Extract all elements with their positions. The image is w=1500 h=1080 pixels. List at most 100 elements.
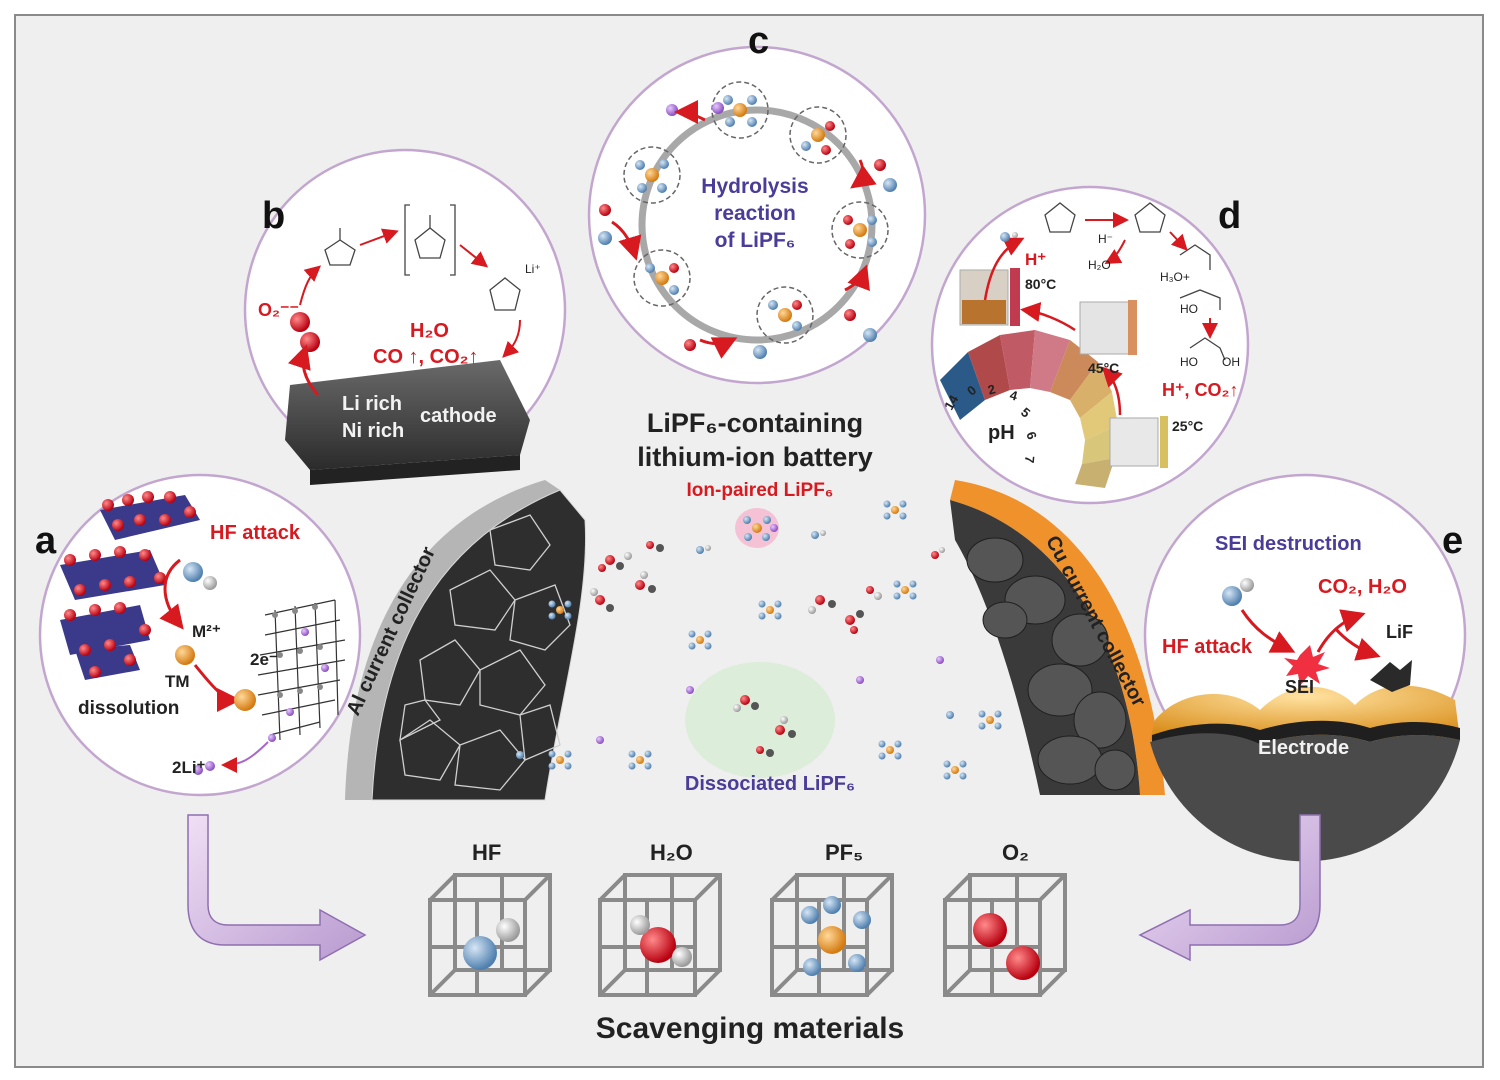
center-title-line2: lithium-ion battery: [637, 442, 873, 472]
ec-radical-anion: [404, 204, 456, 276]
ph-strip-80c: [1010, 268, 1020, 326]
sei-attack-burst: [1284, 645, 1330, 686]
tm-dissolution-arrow: [193, 664, 241, 712]
b-cathode-label: cathode: [420, 405, 497, 427]
a-tm-label: TM: [165, 672, 190, 691]
d-oh-label: OH: [1222, 355, 1240, 369]
e-hf-hydrogen: [1240, 578, 1254, 592]
a-m2-label: M²⁺: [192, 622, 221, 641]
superoxide-atom-2: [300, 332, 320, 352]
a-hf-attack-label: HF attack: [210, 522, 301, 544]
ph-color-fan: [940, 330, 1118, 488]
c-hydrolysis-line1: Hydrolysis: [701, 175, 809, 198]
right-flow-arrow: [1138, 814, 1321, 962]
panel-letter-e: e: [1442, 520, 1464, 562]
o2-release-arrow: [287, 344, 320, 396]
d-temp-80-label: 80°C: [1025, 276, 1057, 292]
fluorine-atoms: [635, 95, 877, 331]
panel-letter-c: c: [748, 20, 770, 62]
hf-hydrogen-atom: [203, 576, 217, 590]
panel-e: [1143, 473, 1467, 862]
c-hydrolysis-line2: reaction: [714, 202, 796, 225]
a-electron-label: 2e⁻: [250, 650, 278, 669]
d-h-plus-label: H⁺: [1025, 250, 1047, 269]
b-superoxide-label: O₂⁻⁻: [258, 300, 300, 320]
pf-dashed-circles: [623, 81, 889, 344]
a-2li-label: 2Li⁺: [172, 758, 206, 777]
e-sei-label: SEI: [1285, 677, 1315, 697]
d-h-minus-label: H⁻: [1098, 232, 1113, 246]
panel-letter-a: a: [35, 520, 57, 562]
e-reaction-arrows: [1240, 609, 1381, 661]
d-h2o-label: H₂O: [1088, 258, 1111, 272]
e-electrode-label: Electrode: [1258, 737, 1350, 759]
d-h-atom: [1012, 232, 1018, 238]
hf-attack-arrow: [159, 558, 184, 630]
d-ph-label: pH: [988, 422, 1015, 444]
b-li-plus-label: Li⁺: [525, 262, 541, 276]
graphite-lattice: [257, 599, 346, 741]
vial-80c-liquid: [962, 300, 1006, 324]
b-ni-rich-label: Ni rich: [342, 420, 405, 442]
d-ho2-label: HO: [1180, 355, 1198, 369]
a-dissolution-label: dissolution: [78, 698, 180, 719]
d-hf-atom: [1000, 232, 1010, 242]
scavenger-label-pf5: PF₅: [825, 840, 864, 865]
oxygen-atoms-c: [599, 121, 886, 351]
hf-products-c: [598, 178, 897, 359]
pf-centers: [645, 103, 867, 322]
tm-ion: [175, 645, 195, 665]
li-ion-1: [205, 761, 215, 771]
hf-fluorine-atom: [183, 562, 203, 582]
e-lif-label: LiF: [1386, 622, 1413, 642]
d-h3o-label: H₃O+: [1160, 270, 1190, 284]
ion-paired-label: Ion-paired LiPF₆: [686, 480, 834, 501]
cu-collector-band: [950, 480, 1165, 795]
cathode-block: [285, 360, 530, 470]
ph-strip-25c: [1160, 416, 1168, 468]
al-collector-band: [345, 480, 560, 800]
li-release-arrow: [221, 741, 269, 773]
scavenging-materials-title: Scavenging materials: [595, 1012, 905, 1045]
superoxide-atom-1: [290, 312, 310, 332]
panel-a: [38, 473, 362, 797]
dissociated-highlight: [685, 662, 835, 778]
panel-d: [930, 185, 1250, 505]
dissociated-label: Dissociated LiPF₆: [684, 773, 856, 795]
e-hf-fluorine: [1222, 586, 1242, 606]
panel-letter-d: d: [1218, 195, 1242, 237]
center-title-line1: LiPF₆-containing: [646, 408, 864, 438]
e-hf-attack-label: HF attack: [1162, 636, 1253, 658]
b-h2o-label: H₂O: [410, 320, 449, 342]
panel-b: [243, 148, 567, 485]
d-temp-45-label: 45°C: [1088, 360, 1120, 376]
oxygen-atoms: [64, 491, 196, 678]
tm-deposit: [234, 689, 256, 711]
electrolyte-region: [345, 480, 1165, 801]
graphite-nodes: [272, 604, 323, 698]
cage-o2: [943, 873, 1067, 997]
cage-h2o: [598, 873, 722, 997]
cu-graphite-flakes: [966, 537, 1136, 791]
d-ho-label: HO: [1180, 302, 1198, 316]
lif-crystal: [1370, 660, 1412, 692]
ec-molecule: [324, 228, 356, 266]
scavenger-label-h2o: H₂O: [650, 840, 693, 865]
cage-pf5: [770, 873, 894, 997]
scavenger-label-o2: O₂: [1002, 840, 1029, 865]
sei-electrode-boundary: [1152, 720, 1460, 748]
scattered-molecules: [516, 500, 1002, 780]
temperature-arrows: [983, 237, 1123, 416]
cathode-edge: [310, 455, 520, 485]
b-co-co2-label: CO ↑, CO₂↑: [373, 346, 479, 368]
e-co2-h2o-label: CO₂, H₂O: [1318, 576, 1407, 598]
d-ph-tick-7: 7: [1021, 455, 1038, 464]
b-arrow-4: [502, 319, 521, 358]
li-ion-2: [193, 765, 203, 775]
b-arrow-3: [459, 244, 489, 268]
panel-letter-b: b: [262, 195, 286, 237]
lithium-in-graphite: [268, 628, 329, 742]
d-products-label: H⁺, CO₂↑: [1162, 380, 1239, 400]
ring-opened-intermediate: [489, 277, 521, 311]
